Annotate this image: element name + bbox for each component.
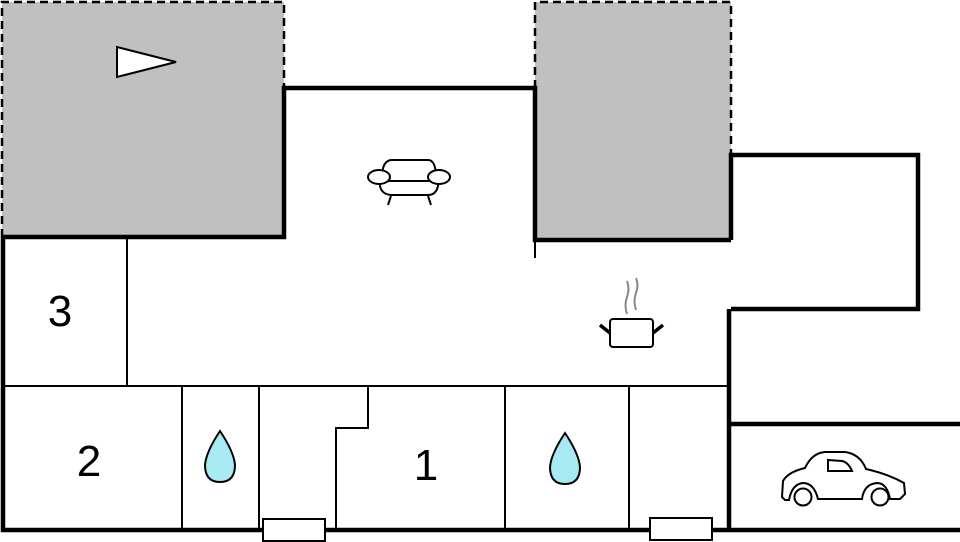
car-icon [780,451,907,507]
water-drop-icon [548,431,582,486]
water-drop-icon [203,429,237,484]
interior-walls [3,237,729,530]
room-label-2: 2 [77,437,101,486]
sofa-icon [367,159,451,206]
window [262,518,326,542]
cooking-pot-icon [598,277,665,348]
compass-arrow-icon [116,45,177,79]
room-label-1: 1 [414,441,438,490]
room-label-3: 3 [48,287,72,336]
window [649,517,713,541]
terrace-right [533,0,733,240]
terrace-left [0,0,286,237]
exterior-walls [0,85,960,533]
